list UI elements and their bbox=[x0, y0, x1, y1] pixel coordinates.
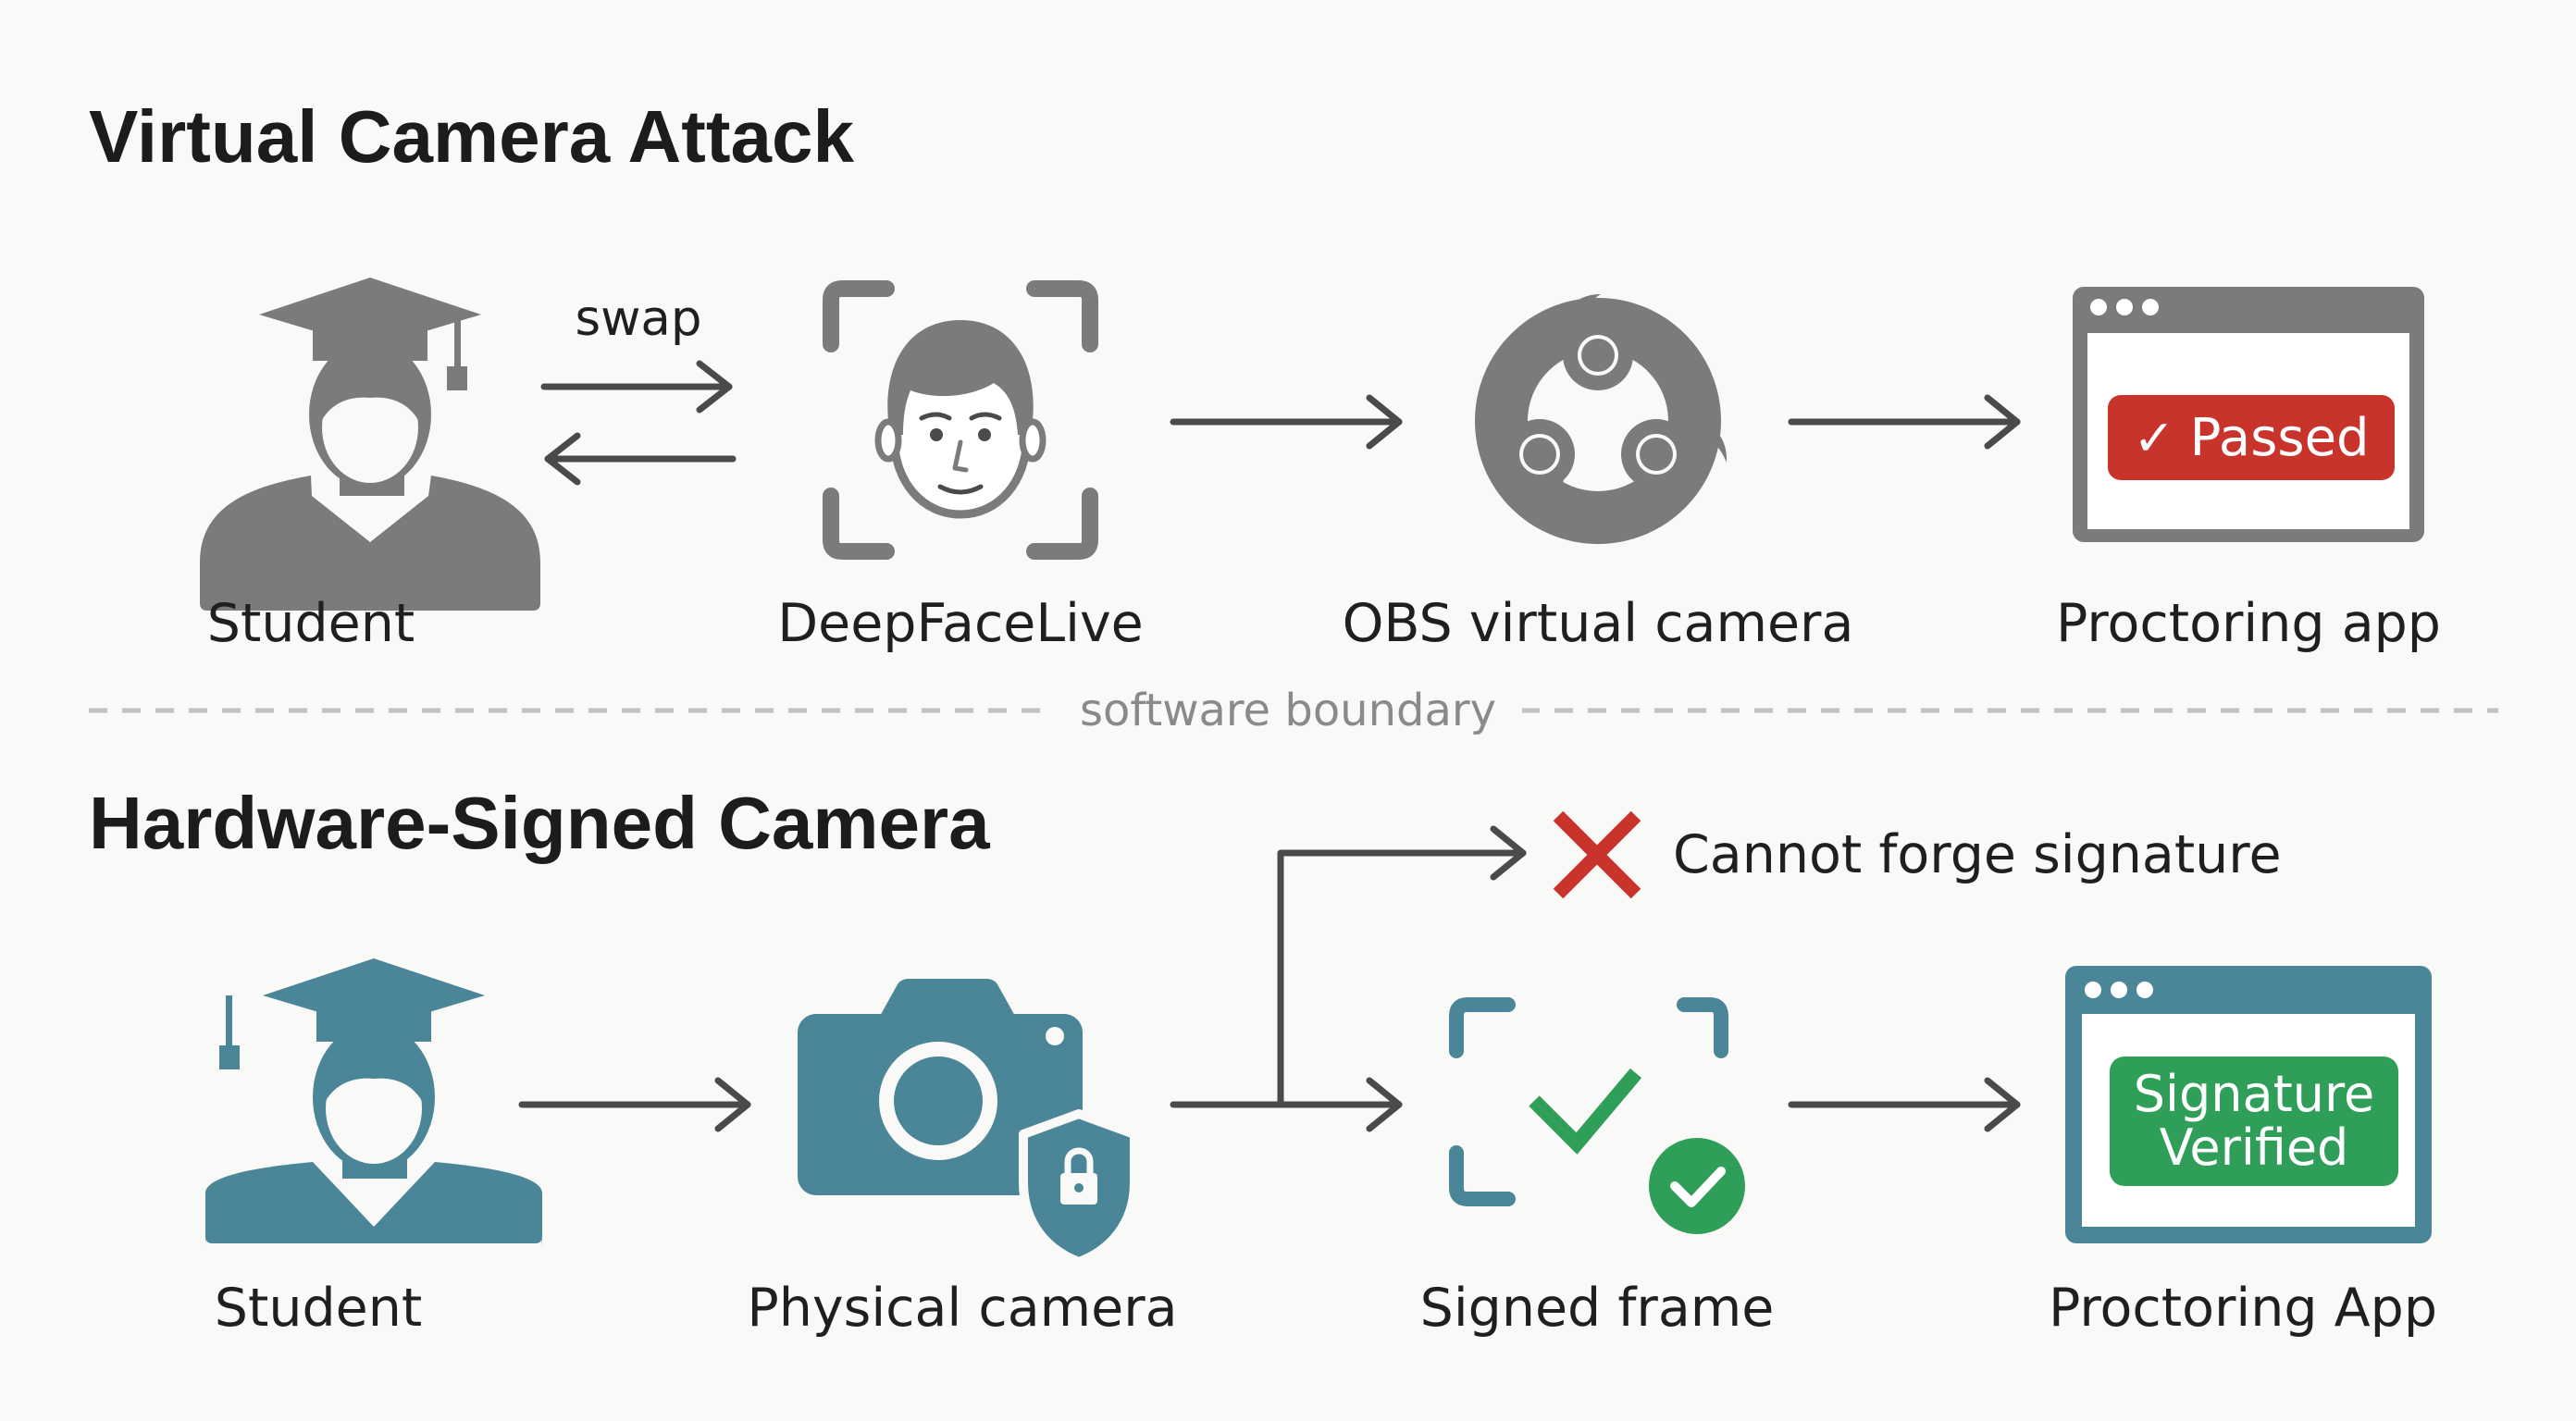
node-label-physical-camera: Physical camera bbox=[747, 1278, 1178, 1339]
node-label-proctoring-app-hw: Proctoring App bbox=[2048, 1278, 2438, 1339]
swap-label: swap bbox=[575, 290, 702, 347]
arrow-obs-to-proctoring bbox=[1788, 394, 2021, 450]
software-boundary-label: software boundary bbox=[1053, 688, 1523, 733]
passed-badge-label: Passed bbox=[2189, 407, 2370, 468]
node-label-signed-frame: Signed frame bbox=[1419, 1278, 1775, 1339]
signed-frame-icon bbox=[1449, 997, 1745, 1234]
section-title-hardware-signed: Hardware-Signed Camera bbox=[89, 782, 990, 864]
obs-logo-icon bbox=[1475, 294, 1728, 544]
check-icon: ✓ bbox=[2133, 408, 2175, 467]
signature-verified-line2: Verified bbox=[2159, 1118, 2349, 1177]
swap-arrows bbox=[540, 360, 737, 486]
camera-shield-icon bbox=[798, 979, 1139, 1267]
node-label-student: Student bbox=[206, 593, 415, 654]
node-label-student-hw: Student bbox=[214, 1278, 423, 1339]
arrow-camera-branches bbox=[1170, 825, 1527, 1132]
arrow-student-to-camera bbox=[518, 1077, 751, 1132]
section-title-virtual-camera: Virtual Camera Attack bbox=[89, 95, 855, 178]
arrow-deepface-to-obs bbox=[1170, 394, 1403, 450]
face-scan-icon bbox=[823, 280, 1098, 560]
arrow-frame-to-proctoring bbox=[1788, 1077, 2021, 1132]
red-x-icon bbox=[1553, 810, 1641, 899]
node-label-deepfacelive: DeepFaceLive bbox=[777, 593, 1144, 654]
forge-note: Cannot forge signature bbox=[1673, 824, 2282, 885]
signature-verified-line1: Signature bbox=[2133, 1064, 2375, 1123]
node-label-proctoring-app: Proctoring app bbox=[2056, 593, 2441, 654]
node-label-obs-virtual-camera: OBS virtual camera bbox=[1342, 593, 1854, 654]
signature-verified-badge: Signature Verified bbox=[2110, 1056, 2398, 1186]
passed-badge: ✓ Passed bbox=[2108, 395, 2395, 480]
